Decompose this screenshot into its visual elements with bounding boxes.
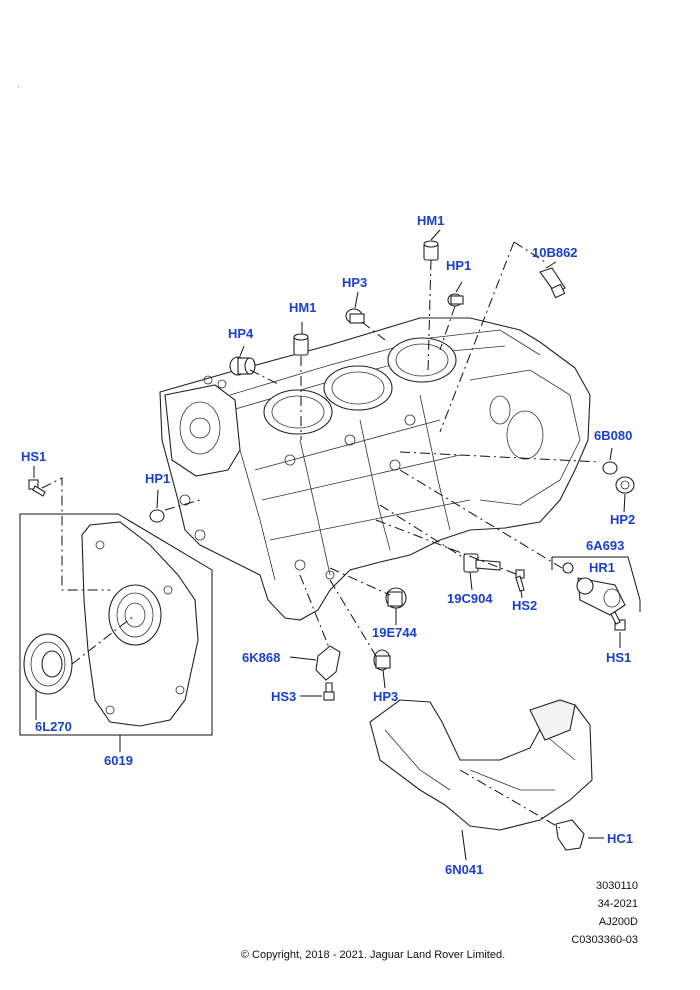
reference-code-3: AJ200D — [598, 916, 638, 928]
callout-6k868[interactable]: 6K868 — [242, 650, 281, 665]
callout-hs2[interactable]: HS2 — [512, 598, 538, 613]
callout-hs3[interactable]: HS3 — [271, 689, 297, 704]
callout-hs1-right[interactable]: HS1 — [606, 650, 632, 665]
callout-6n041[interactable]: 6N041 — [445, 862, 484, 877]
callout-10b862[interactable]: 10B862 — [532, 245, 578, 260]
plug-hp3-top[interactable] — [345, 308, 365, 324]
callout-hp3-top[interactable]: HP3 — [342, 275, 368, 290]
callout-hp2[interactable]: HP2 — [610, 512, 636, 527]
callout-hr1[interactable]: HR1 — [589, 560, 616, 575]
callout-hm1-top[interactable]: HM1 — [417, 213, 445, 228]
callout-hm1-mid[interactable]: HM1 — [289, 300, 317, 315]
plug-hp1-top[interactable] — [447, 293, 464, 307]
callout-19c904[interactable]: 19C904 — [447, 591, 493, 606]
bolt-hs1-right[interactable] — [610, 611, 626, 631]
dowel-hm1-mid[interactable] — [293, 333, 309, 356]
engine-block[interactable] — [159, 317, 591, 621]
callout-19e744[interactable]: 19E744 — [372, 625, 417, 640]
bolt-hs3[interactable] — [323, 682, 335, 701]
seal-6l270[interactable] — [23, 633, 73, 695]
plug-hp2[interactable] — [615, 476, 635, 494]
callout-6b080[interactable]: 6B080 — [594, 428, 633, 443]
plug-hp4[interactable] — [229, 356, 256, 376]
reference-code-2: 34-2021 — [597, 898, 638, 910]
reference-code-1: 3030110 — [595, 880, 638, 892]
bolt-hs2[interactable] — [515, 569, 525, 592]
sensor-10b862[interactable] — [539, 267, 566, 299]
callout-6l270[interactable]: 6L270 — [35, 719, 72, 734]
fitting-19c904[interactable] — [463, 553, 501, 573]
leader-lines — [33, 229, 626, 861]
callout-hp3-bottom[interactable]: HP3 — [373, 689, 399, 704]
plug-19e744[interactable] — [385, 587, 407, 609]
callout-hs1-left[interactable]: HS1 — [21, 449, 47, 464]
copyright-notice: © Copyright, 2018 - 2021. Jaguar Land Ro… — [240, 949, 506, 961]
washer-6b080[interactable] — [602, 461, 618, 475]
dowel-hm1-top[interactable] — [423, 240, 439, 261]
front-cover-6019[interactable] — [19, 513, 213, 736]
clip-hc1[interactable] — [555, 819, 585, 851]
plug-hp3-bottom[interactable] — [373, 649, 391, 671]
callout-hp1-left[interactable]: HP1 — [145, 471, 171, 486]
callout-6a693[interactable]: 6A693 — [586, 538, 625, 553]
plug-hp1-left[interactable] — [149, 509, 165, 523]
callout-hp4[interactable]: HP4 — [228, 326, 254, 341]
callout-hc1[interactable]: HC1 — [607, 831, 634, 846]
assembly-6a693[interactable] — [551, 556, 641, 616]
reference-code-4: C0303360-03 — [571, 934, 638, 946]
baffle-6n041[interactable] — [369, 699, 593, 831]
bracket-6k868[interactable] — [315, 645, 341, 681]
callout-6019[interactable]: 6019 — [104, 753, 133, 768]
svg-text:ʳ: ʳ — [18, 83, 20, 92]
callout-hp1-top[interactable]: HP1 — [446, 258, 472, 273]
bolt-hs1-left[interactable] — [28, 479, 46, 497]
